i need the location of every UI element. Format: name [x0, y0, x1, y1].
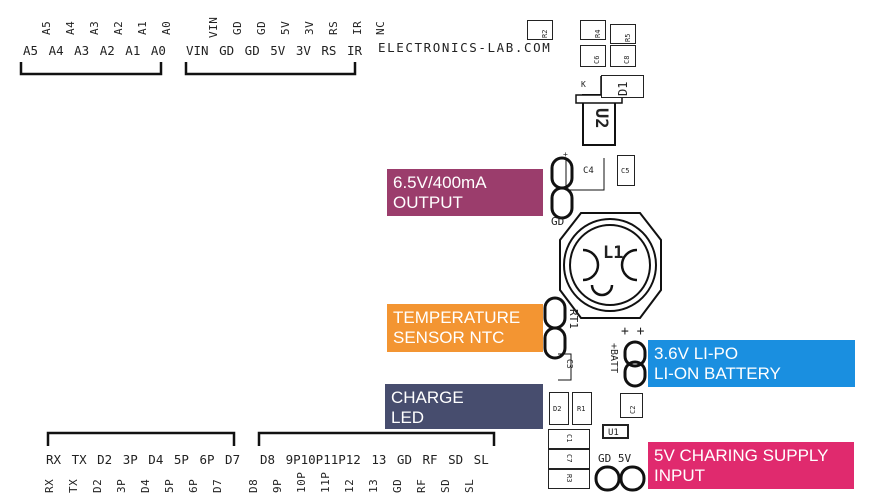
- led-d2: D2: [549, 392, 569, 425]
- digital-left-bracket: [46, 431, 236, 446]
- output-callout: 6.5V/400mA OUTPUT: [387, 169, 543, 216]
- power-pin-vin-top: VIN: [207, 16, 220, 38]
- resistor-r3: R3: [548, 469, 590, 489]
- diode-d1: D1: [601, 75, 644, 98]
- capacitor-c6: C6: [580, 45, 606, 67]
- analog-pin-a0-top: A0: [160, 20, 173, 35]
- supply-callout-line2: INPUT: [654, 466, 705, 485]
- digital-pin-sl-bottom: SL: [463, 478, 476, 493]
- power-pin-rs-top: RS: [327, 20, 340, 35]
- digital-pin-d7-bottom: D7: [211, 478, 224, 493]
- output-callout-line1: 6.5V/400mA: [393, 173, 487, 192]
- resistor-r2: R2: [527, 20, 553, 40]
- digital-pin-5p-bottom: 5P: [163, 478, 176, 493]
- charge-led-callout: CHARGE LED: [385, 384, 543, 429]
- analog-pin-a2-top: A2: [112, 20, 125, 35]
- c4-plus: +: [563, 150, 568, 159]
- power-pin-row: VIN GD GD 5V 3V RS IR: [186, 43, 363, 58]
- output-gd-label: GD: [551, 215, 565, 228]
- output-callout-line2: OUTPUT: [393, 193, 463, 212]
- charge-led-callout-line1: CHARGE: [391, 388, 464, 407]
- inductor-l1-label: L1: [603, 243, 624, 263]
- capacitor-c8: C8: [610, 45, 636, 67]
- power-pin-ir-top: IR: [351, 20, 364, 35]
- charge-led-callout-line2: LED: [391, 408, 425, 427]
- brand-text: ELECTRONICS-LAB.COM: [378, 40, 552, 55]
- digital-pin-11p-bottom: 11P: [319, 471, 332, 493]
- digital-pin-6p-bottom: 6P: [187, 478, 200, 493]
- diode-k-label: K: [581, 80, 586, 89]
- analog-pin-a4-top: A4: [64, 20, 77, 35]
- digital-pin-12-bottom: 12: [343, 478, 356, 493]
- power-pin-nc-top: NC: [374, 20, 387, 35]
- digital-pin-d4-bottom: D4: [139, 478, 152, 493]
- digital-pin-d2-bottom: D2: [91, 478, 104, 493]
- digital-pin-sd-bottom: SD: [439, 478, 452, 493]
- battery-plus-label: + +: [621, 324, 645, 339]
- capacitor-c2: C2: [620, 393, 643, 418]
- output-connector: [550, 156, 574, 220]
- chip-u1: U1: [602, 424, 629, 439]
- u2-label: U2: [591, 108, 611, 129]
- power-pin-gd1-top: GD: [231, 20, 244, 35]
- digital-right-bracket: [257, 431, 496, 446]
- inductor-l1: [559, 212, 662, 319]
- digital-pin-d8-bottom: D8: [247, 478, 260, 493]
- battery-batt-label: +BATT: [608, 343, 619, 374]
- digital-pin-rf-bottom: RF: [415, 478, 428, 493]
- supply-connector: [594, 465, 646, 492]
- power-pin-5v-top: 5V: [279, 20, 292, 35]
- analog-header-bracket: [19, 62, 163, 76]
- temperature-callout: TEMPERATURE SENSOR NTC: [387, 304, 543, 352]
- analog-pin-a3-top: A3: [88, 20, 101, 35]
- digital-pin-3p-bottom: 3P: [115, 478, 128, 493]
- power-header-bracket: [184, 62, 357, 76]
- capacitor-c4-label: C4: [583, 166, 594, 176]
- resistor-r1: R1: [572, 392, 592, 425]
- power-pin-3v-top: 3V: [303, 20, 316, 35]
- supply-callout-line1: 5V CHARING SUPPLY: [654, 446, 829, 465]
- thermistor-rt1-label: RT1: [567, 309, 580, 329]
- digital-pin-10p-bottom: 10P: [295, 471, 308, 493]
- battery-callout-line1: 3.6V LI-PO: [654, 344, 739, 363]
- resistor-r5: R5: [610, 24, 636, 44]
- temperature-callout-line2: SENSOR NTC: [393, 328, 505, 347]
- digital-pin-9p-bottom: 9P: [271, 478, 284, 493]
- power-pin-gd2-top: GD: [255, 20, 268, 35]
- analog-pin-a5-top: A5: [40, 20, 53, 35]
- digital-pin-gd-bottom: GD: [391, 478, 404, 493]
- analog-pin-row: A5 A4 A3 A2 A1 A0: [23, 43, 166, 58]
- resistor-r4: R4: [580, 20, 606, 40]
- capacitor-c3-label: C3: [565, 359, 574, 369]
- digital-pin-13-bottom: 13: [367, 478, 380, 493]
- digital-right-row: D8 9P10P11P12 13 GD RF SD SL: [260, 452, 489, 467]
- battery-connector: [623, 340, 647, 388]
- capacitor-c5: C5: [617, 155, 635, 186]
- capacitor-c7: C7: [548, 449, 590, 469]
- battery-callout-line2: LI-ON BATTERY: [654, 364, 781, 383]
- supply-gd-5v-label: GD 5V: [598, 452, 632, 465]
- digital-pin-tx-bottom: TX: [67, 478, 80, 493]
- analog-pin-a1-top: A1: [136, 20, 149, 35]
- supply-callout: 5V CHARING SUPPLY INPUT: [648, 442, 854, 489]
- battery-callout: 3.6V LI-PO LI-ON BATTERY: [648, 340, 855, 387]
- digital-left-row: RX TX D2 3P D4 5P 6P D7: [46, 452, 241, 467]
- digital-pin-rx-bottom: RX: [43, 478, 56, 493]
- temp-connector: [543, 296, 567, 360]
- temperature-callout-line1: TEMPERATURE: [393, 308, 521, 327]
- capacitor-c1: C1: [548, 429, 590, 449]
